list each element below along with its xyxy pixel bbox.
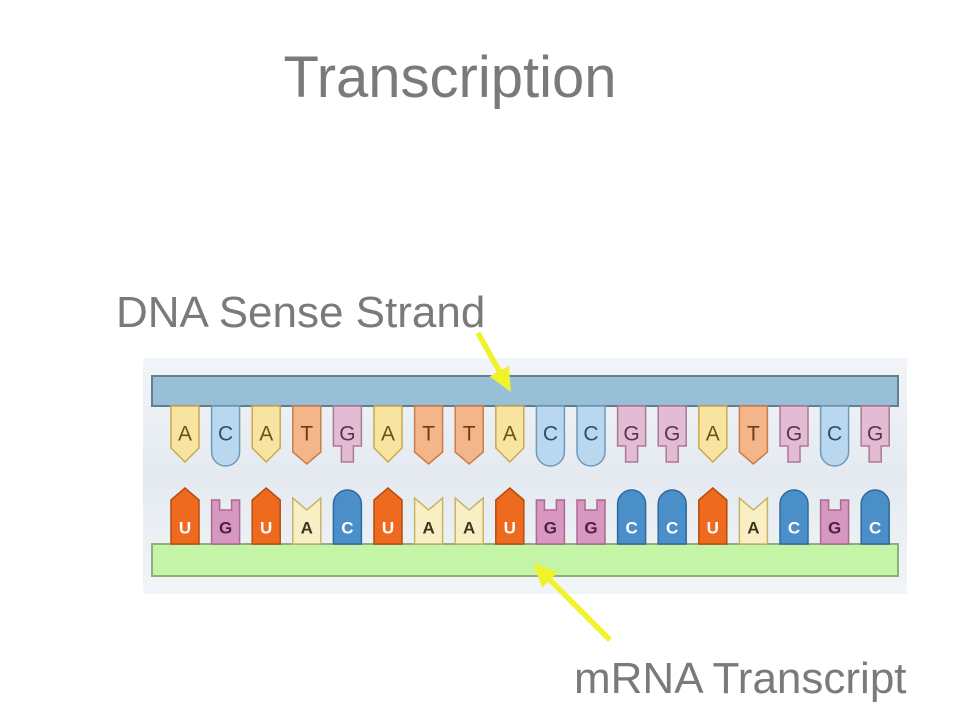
dna-base-T: [413, 405, 444, 465]
dna-backbone: [151, 375, 899, 407]
dna-base-letter: T: [422, 423, 435, 446]
mrna-transcript-label: mRNA Transcript: [574, 654, 907, 703]
mrna-base-U: [373, 487, 403, 545]
dna-base-C: [819, 405, 850, 467]
mrna-base-U: [495, 487, 525, 545]
dna-base-letter: A: [503, 423, 517, 446]
dna-base-letter: A: [381, 423, 395, 446]
mrna-backbone: [151, 543, 899, 577]
mrna-base-U: [698, 487, 728, 545]
dna-base-G: [657, 405, 687, 463]
dna-base-G: [332, 405, 363, 463]
dna-base-G: [860, 405, 890, 463]
mrna-base-letter: A: [422, 519, 434, 538]
dna-base-C: [210, 405, 241, 467]
mrna-base-C: [779, 489, 809, 545]
mrna-base-letter: C: [625, 519, 637, 538]
mrna-base-letter: U: [260, 519, 272, 538]
dna-base-letter: C: [827, 423, 842, 446]
dna-base-T: [292, 405, 322, 465]
mrna-base-letter: C: [788, 519, 800, 538]
dna-base-letter: A: [706, 423, 720, 446]
mrna-base-G: [819, 499, 850, 545]
mrna-base-A: [413, 496, 444, 545]
mrna-base-G: [576, 499, 606, 545]
dna-base-C: [535, 405, 566, 467]
dna-base-A: [698, 405, 728, 464]
mrna-base-U: [251, 487, 281, 545]
mrna-transcript-arrow: [533, 563, 612, 642]
mrna-base-C: [332, 489, 363, 545]
mrna-base-letter: U: [504, 519, 516, 538]
mrna-base-G: [210, 499, 241, 545]
dna-base-letter: G: [339, 423, 355, 446]
mrna-base-letter: C: [869, 519, 881, 538]
dna-base-G: [616, 405, 647, 463]
mrna-base-letter: G: [219, 519, 232, 538]
dna-base-letter: T: [463, 423, 476, 446]
dna-base-letter: A: [259, 423, 273, 446]
mrna-base-letter: U: [707, 519, 719, 538]
dna-base-letter: G: [664, 423, 680, 446]
arrows: [475, 331, 612, 642]
mrna-base-C: [657, 489, 687, 545]
dna-base-letter: C: [583, 423, 598, 446]
dna-base-letter: A: [178, 423, 192, 446]
mrna-base-C: [860, 489, 890, 545]
dna-base-C: [576, 405, 606, 467]
dna-base-letter: G: [867, 423, 883, 446]
dna-base-letter: G: [786, 423, 802, 446]
dna-base-letter: T: [300, 423, 313, 446]
dna-base-letter: T: [747, 423, 760, 446]
dna-base-letter: C: [218, 423, 233, 446]
slide-title: Transcription: [283, 45, 617, 110]
mrna-base-letter: U: [382, 519, 394, 538]
mrna-base-C: [616, 489, 647, 545]
mrna-base-letter: A: [301, 519, 313, 538]
mrna-base-letter: A: [463, 519, 475, 538]
dna-base-A: [170, 405, 200, 464]
mrna-base-G: [535, 499, 566, 545]
dna-base-letter: C: [543, 423, 558, 446]
dna-base-T: [738, 405, 769, 465]
mrna-base-A: [292, 496, 322, 545]
mrna-base-letter: C: [666, 519, 678, 538]
mrna-base-U: [170, 487, 200, 545]
dna-base-A: [495, 405, 525, 464]
dna-base-letter: G: [623, 423, 639, 446]
mrna-base-letter: G: [544, 519, 557, 538]
mrna-base-letter: U: [179, 519, 191, 538]
mrna-base-A: [454, 496, 484, 545]
dna-base-A: [373, 405, 403, 464]
dna-base-G: [779, 405, 809, 463]
mrna-base-A: [738, 496, 769, 545]
dna-base-A: [251, 405, 281, 464]
dna-sense-strand-label: DNA Sense Strand: [116, 288, 486, 337]
dna-strand-arrow: [475, 331, 511, 392]
mrna-base-letter: G: [584, 519, 597, 538]
dna-base-T: [454, 405, 484, 465]
mrna-base-letter: G: [828, 519, 841, 538]
mrna-base-letter: A: [747, 519, 759, 538]
mrna-base-letter: C: [341, 519, 353, 538]
